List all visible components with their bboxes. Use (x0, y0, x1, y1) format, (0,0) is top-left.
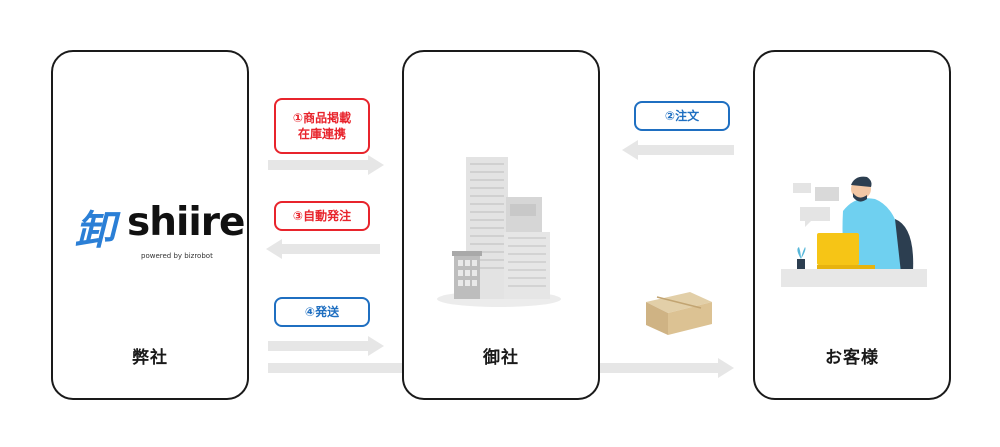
node-label-customer: お客様 (825, 348, 879, 368)
arrow-ship-bottom-left (268, 363, 404, 373)
company-card-self: 卸 shiire powered by bizrobot 弊社 (51, 50, 249, 400)
company-card-client: 御社 (402, 50, 600, 400)
step3-badge: ③自動発注 (274, 201, 370, 231)
package-box-icon (646, 292, 712, 335)
arrow-ship-bottom-right (600, 358, 734, 378)
arrow-step4 (268, 336, 384, 356)
step4-badge: ④発送 (274, 297, 370, 327)
customer-at-laptop-icon (781, 176, 927, 287)
company-card-customer: お客様 (753, 50, 951, 400)
step2-badge: ②注文 (634, 101, 730, 131)
node-label-client: 御社 (483, 348, 519, 368)
logo-text: shiire (127, 200, 245, 245)
logo-subtitle: powered by bizrobot (141, 252, 213, 260)
arrow-step2 (622, 140, 734, 160)
office-building-icon (437, 157, 561, 307)
arrow-step3 (266, 239, 380, 259)
step1-badge: ①商品掲載 在庫連携 (274, 98, 370, 154)
logo-kanji: 卸 (75, 208, 115, 254)
node-label-self: 弊社 (132, 348, 168, 368)
arrow-step1 (268, 155, 384, 175)
shiire-logo: 卸 shiire powered by bizrobot (75, 200, 245, 270)
